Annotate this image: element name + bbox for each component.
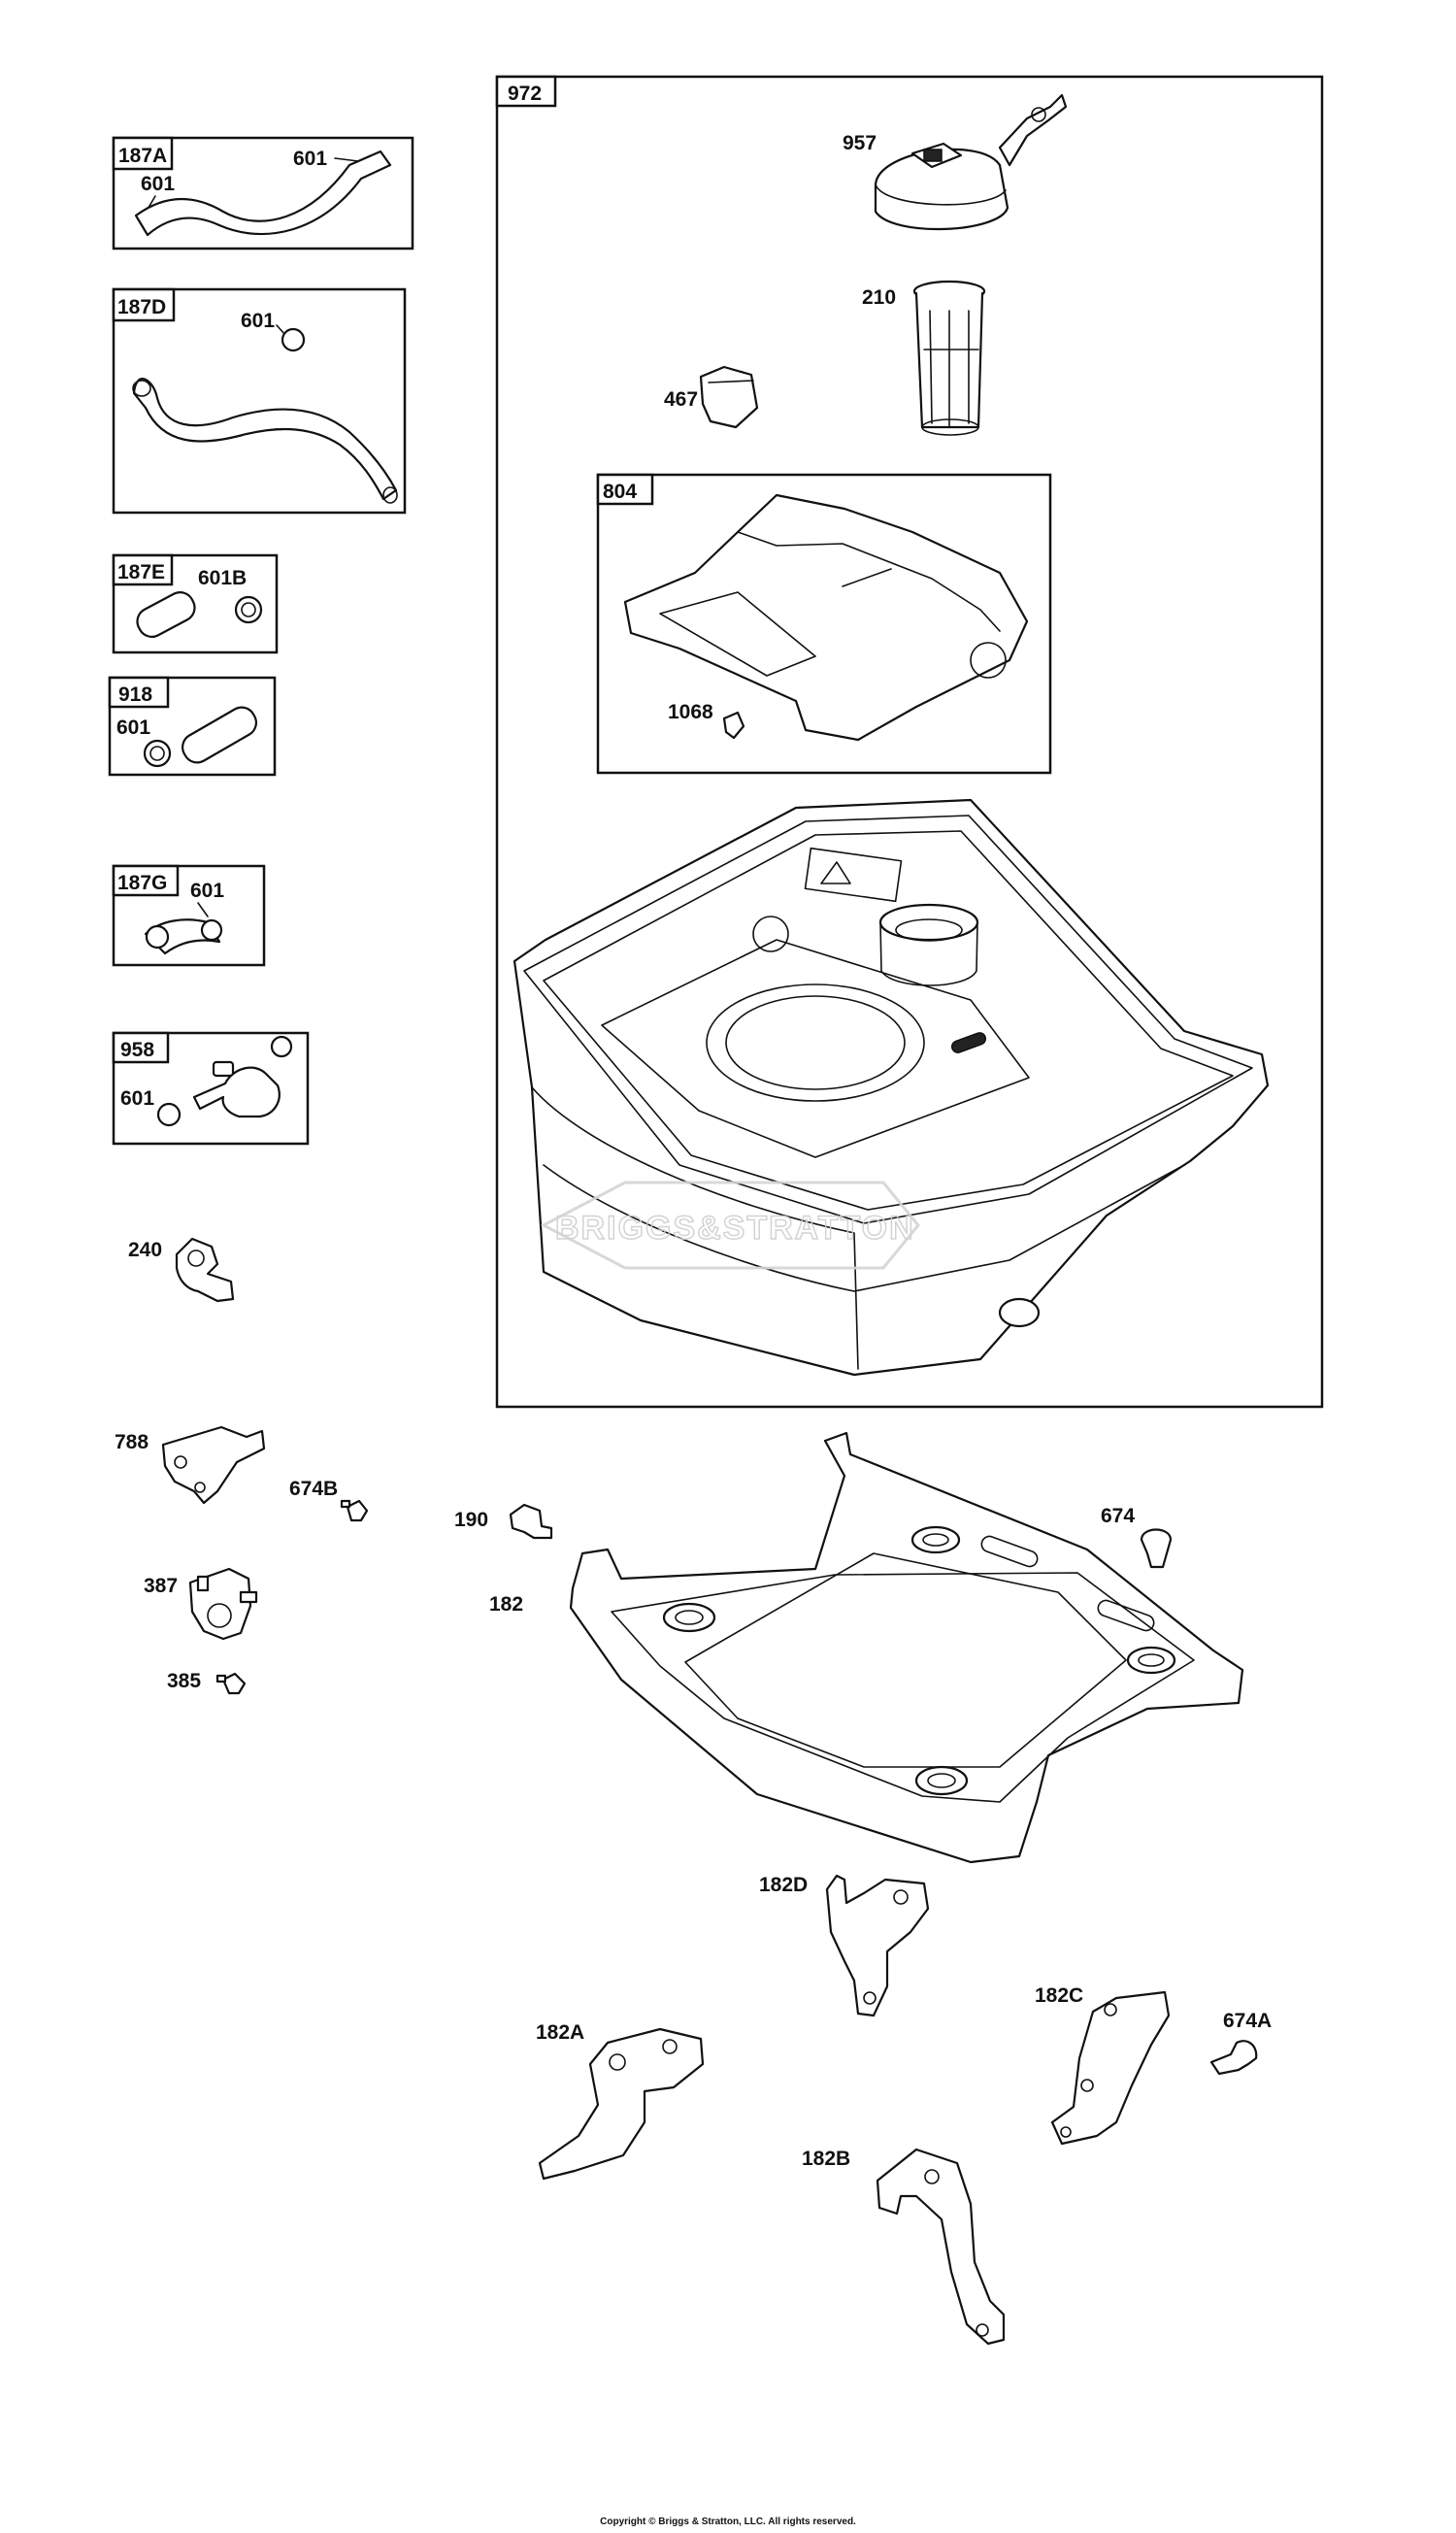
part-674: 674 xyxy=(1101,1505,1173,1569)
bolt-674a xyxy=(1209,2040,1258,2076)
hose-187e xyxy=(136,591,196,638)
kit-972-callout-467: 467 xyxy=(664,388,698,411)
fuel-filter-screen-210 xyxy=(912,280,986,436)
kit-187g-callout-601: 601 xyxy=(190,880,224,902)
fuel-tank-cover-804 xyxy=(623,493,1029,742)
callout-674a: 674A xyxy=(1223,2010,1272,2032)
part-182b: 182B xyxy=(802,2148,1006,2346)
hose-clamp xyxy=(281,327,306,352)
kit-187e-tag: 187E xyxy=(117,561,165,583)
bracket-182b xyxy=(876,2148,1006,2346)
bolt-674b xyxy=(346,1499,369,1522)
fuel-tank: BRIGGS&STRATTON xyxy=(513,798,1270,1377)
callout-387: 387 xyxy=(144,1575,178,1597)
hose-918 xyxy=(182,706,257,764)
kit-972: 972 957 210 467 80 xyxy=(495,75,1324,1409)
base-frame-182 xyxy=(569,1431,1244,1864)
kit-187d-tag: 187D xyxy=(117,296,166,318)
callout-674: 674 xyxy=(1101,1505,1135,1527)
kit-972-callout-957: 957 xyxy=(843,132,877,154)
callout-190: 190 xyxy=(454,1509,488,1531)
callout-385: 385 xyxy=(167,1670,201,1692)
part-182: 182 xyxy=(489,1431,1244,1864)
hose-clamp xyxy=(156,1102,182,1127)
part-182a: 182A xyxy=(536,2021,705,2181)
bracket-788 xyxy=(161,1425,266,1505)
callout-240: 240 xyxy=(128,1239,162,1261)
kit-972-tag: 972 xyxy=(508,83,542,105)
screw-385 xyxy=(221,1672,247,1695)
knob-467 xyxy=(699,365,759,429)
kit-972-callout-210: 210 xyxy=(862,286,896,309)
callout-674b: 674B xyxy=(289,1478,338,1500)
kit-804-tag: 804 xyxy=(603,481,637,503)
part-190: 190 xyxy=(454,1503,553,1540)
callout-182d: 182D xyxy=(759,1874,808,1896)
part-788: 788 674B xyxy=(115,1425,369,1522)
hose-clamp xyxy=(270,1035,293,1058)
callout-182c: 182C xyxy=(1035,1984,1083,2007)
briggs-stratton-watermark: BRIGGS&STRATTON xyxy=(540,1181,920,1270)
kit-958-callout-601: 601 xyxy=(120,1087,154,1110)
bracket-182a xyxy=(538,2027,705,2181)
hose-clamp xyxy=(143,739,172,768)
kit-804-callout-1068: 1068 xyxy=(668,701,713,723)
part-182c: 182C 674A xyxy=(1035,1984,1272,2146)
kit-918-callout-601: 601 xyxy=(116,717,150,739)
kit-187e: 187E 601B xyxy=(112,553,279,654)
watermark-text: BRIGGS&STRATTON xyxy=(555,1210,915,1247)
callout-788: 788 xyxy=(115,1431,149,1453)
callout-182b: 182B xyxy=(802,2148,850,2170)
copyright-notice: Copyright © Briggs & Stratton, LLC. All … xyxy=(600,2516,856,2527)
part-387: 387 385 xyxy=(144,1567,258,1695)
kit-918: 918 601 xyxy=(108,676,277,777)
callout-182a: 182A xyxy=(536,2021,584,2044)
part-240: 240 xyxy=(128,1237,235,1303)
kit-958-tag: 958 xyxy=(120,1039,154,1061)
part-182d: 182D xyxy=(759,1874,930,2017)
kit-804: 804 1068 xyxy=(596,473,1052,775)
kit-187d: 187D 601 xyxy=(112,287,407,515)
hose-clamp xyxy=(200,918,223,942)
bolt-674 xyxy=(1140,1528,1173,1569)
kit-187g: 187G 601 xyxy=(112,864,266,967)
kit-187a: 187A 601 601 xyxy=(112,136,414,250)
bolt-190 xyxy=(509,1503,553,1540)
kit-187a-tag: 187A xyxy=(118,145,167,167)
callout-182: 182 xyxy=(489,1593,523,1616)
bracket-182c xyxy=(1050,1990,1171,2146)
kit-187g-tag: 187G xyxy=(117,872,167,894)
fuel-cap-957 xyxy=(874,93,1068,231)
fuel-line-187d xyxy=(132,378,398,501)
kit-958: 958 601 xyxy=(112,1031,310,1146)
kit-918-tag: 918 xyxy=(118,683,152,706)
fuel-valve-240 xyxy=(175,1237,235,1303)
hose-clamp xyxy=(145,924,170,950)
bracket-182d xyxy=(825,1874,930,2017)
kit-187e-callout-601b: 601B xyxy=(198,567,247,589)
kit-187d-callout-601: 601 xyxy=(241,310,275,332)
kit-187a-callout-601-left: 601 xyxy=(141,173,175,195)
shutoff-valve xyxy=(192,1066,281,1118)
kit-187a-callout-601-right: 601 xyxy=(293,148,327,170)
hose-clamp xyxy=(234,595,263,624)
